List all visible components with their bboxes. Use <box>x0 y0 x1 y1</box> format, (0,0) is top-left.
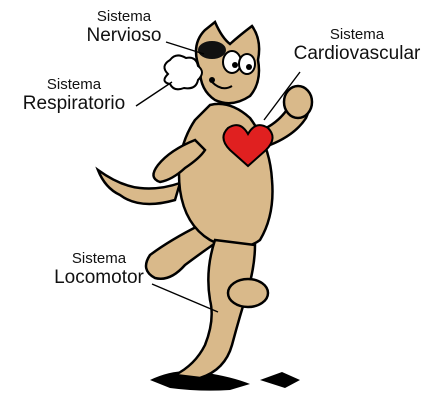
label-sistema-nervioso: Sistema Nervioso <box>76 8 172 47</box>
breath-puff-icon <box>164 55 202 89</box>
label-respiratorio-line2: Respiratorio <box>12 93 136 115</box>
label-nervioso-line1: Sistema <box>76 8 172 25</box>
cat-fist <box>284 86 312 118</box>
label-cardiovascular-line2: Cardiovascular <box>282 43 432 65</box>
label-locomotor-line1: Sistema <box>44 250 154 267</box>
label-nervioso-line2: Nervioso <box>76 25 172 47</box>
cat-pupil-right <box>246 64 252 70</box>
brain-icon <box>198 41 226 59</box>
cat-eye-right <box>239 54 255 74</box>
label-locomotor-line2: Locomotor <box>44 267 154 289</box>
cat-pupil-left <box>232 62 238 68</box>
cat-nose <box>209 77 215 83</box>
label-respiratorio-line1: Sistema <box>12 76 136 93</box>
cat-knee <box>228 279 268 307</box>
leader-respiratorio <box>136 82 172 106</box>
ground-shadow-2 <box>260 372 300 388</box>
label-cardiovascular-line1: Sistema <box>282 26 432 43</box>
label-sistema-cardiovascular: Sistema Cardiovascular <box>282 26 432 65</box>
label-sistema-respiratorio: Sistema Respiratorio <box>12 76 136 115</box>
label-sistema-locomotor: Sistema Locomotor <box>44 250 154 289</box>
